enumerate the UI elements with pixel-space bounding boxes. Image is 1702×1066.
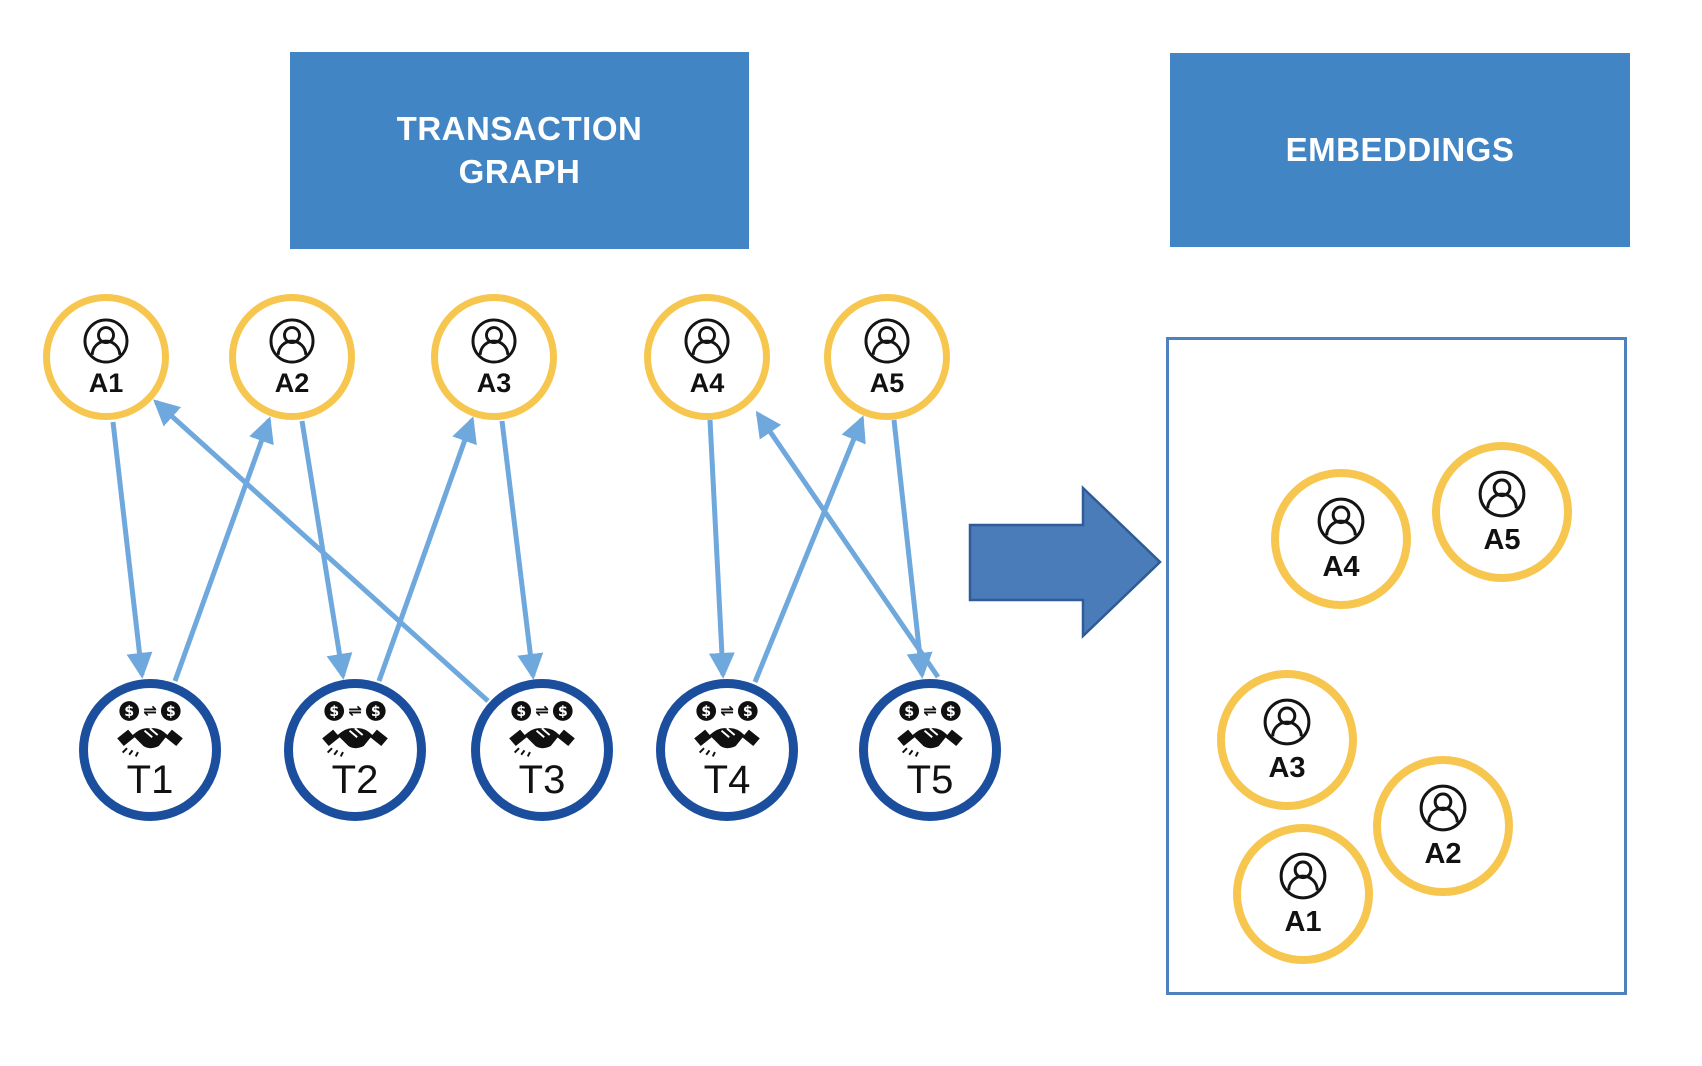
edge-t1-a2 — [172, 416, 274, 682]
embedding-label: A2 — [1424, 837, 1462, 870]
transaction-label: T5 — [906, 758, 954, 802]
money-exchange-handshake-icon — [115, 700, 185, 757]
embeddings-title: EMBEDDINGS — [1285, 130, 1515, 168]
money-exchange-handshake-icon — [692, 700, 762, 757]
transaction-graph-title-line1: TRANSACTION — [396, 110, 643, 148]
embedding-node-a3: A3 — [1217, 670, 1357, 810]
transaction-label: T3 — [518, 758, 566, 802]
transaction-node-t1: T1 — [79, 679, 221, 821]
embedding-label: A4 — [1322, 550, 1360, 583]
edge-t3-a1 — [153, 399, 490, 703]
embeddings-title-box: EMBEDDINGS — [1170, 53, 1630, 247]
money-exchange-handshake-icon — [507, 700, 577, 757]
account-label: A4 — [689, 367, 725, 398]
transaction-graph-title-line2: GRAPH — [458, 152, 581, 190]
transaction-label: T4 — [703, 758, 751, 802]
person-icon — [469, 316, 519, 366]
money-exchange-handshake-icon — [320, 700, 390, 757]
edge-t4-a5 — [752, 415, 866, 683]
edge-a3-t3 — [499, 420, 544, 680]
account-node-a1: A1 — [43, 294, 169, 420]
person-icon — [267, 316, 317, 366]
money-exchange-handshake-icon — [895, 700, 965, 757]
transaction-label: T2 — [331, 758, 379, 802]
edge-a1-t1 — [110, 421, 153, 679]
person-icon — [1277, 850, 1329, 902]
transaction-node-t3: T3 — [471, 679, 613, 821]
embedding-node-a5: A5 — [1432, 442, 1572, 582]
person-icon — [862, 316, 912, 366]
transaction-node-t2: T2 — [284, 679, 426, 821]
account-node-a5: A5 — [824, 294, 950, 420]
embedding-node-a4: A4 — [1271, 469, 1411, 609]
transaction-node-t5: T5 — [859, 679, 1001, 821]
account-node-a3: A3 — [431, 294, 557, 420]
person-icon — [682, 316, 732, 366]
embedding-label: A5 — [1483, 523, 1521, 556]
embedding-label: A1 — [1284, 905, 1322, 938]
person-icon — [1417, 782, 1469, 834]
embedding-node-a2: A2 — [1373, 756, 1513, 896]
edge-a2-t2 — [299, 420, 353, 680]
account-node-a2: A2 — [229, 294, 355, 420]
person-icon — [1261, 696, 1313, 748]
transaction-graph-title-box: TRANSACTION GRAPH — [290, 52, 749, 249]
edge-t5-a4 — [755, 410, 941, 679]
embedding-label: A3 — [1268, 751, 1306, 784]
account-label: A5 — [869, 367, 905, 398]
edge-t2-a3 — [376, 416, 477, 682]
edge-a5-t5 — [891, 419, 933, 679]
right-block-arrow — [968, 485, 1162, 639]
edge-a4-t4 — [707, 419, 735, 679]
account-label: A2 — [274, 367, 310, 398]
transaction-label: T1 — [126, 758, 174, 802]
person-icon — [81, 316, 131, 366]
account-label: A3 — [476, 367, 512, 398]
account-label: A1 — [88, 367, 124, 398]
person-icon — [1476, 468, 1528, 520]
person-icon — [1315, 495, 1367, 547]
embedding-node-a1: A1 — [1233, 824, 1373, 964]
transaction-node-t4: T4 — [656, 679, 798, 821]
account-node-a4: A4 — [644, 294, 770, 420]
